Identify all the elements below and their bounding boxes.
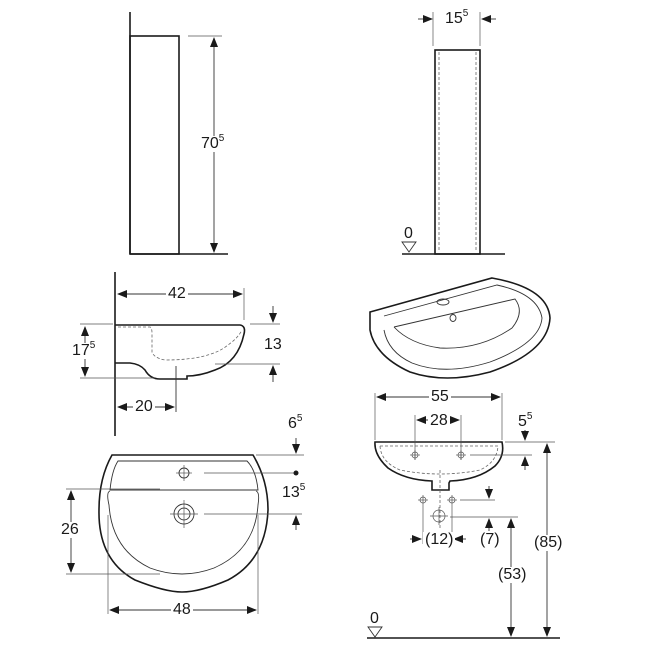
pedestal-height-label: 705	[199, 133, 227, 152]
basin-depth-label: 42	[166, 285, 188, 302]
waste-height-label: (53)	[496, 566, 529, 583]
pedestal-floor-level-label: 0	[404, 225, 413, 242]
drain-offset-label: 20	[133, 398, 155, 415]
basin-isometric-view	[369, 277, 551, 379]
tap-to-drain-fraction: 5	[299, 482, 306, 493]
tap-hole-offset-fraction: 5	[296, 413, 303, 424]
fixing-holes-label: 28	[428, 412, 450, 429]
fixing-height-fraction: 5	[526, 411, 533, 422]
basin-side-view	[80, 272, 280, 436]
pedestal-height-value: 70	[201, 135, 219, 152]
tap-to-drain-value: 13	[282, 484, 300, 501]
pedestal-width-fraction: 5	[462, 8, 469, 19]
supply-offset-label: (7)	[478, 531, 502, 548]
pedestal-width-label: 155	[443, 8, 471, 27]
fixing-height-value: 5	[518, 413, 527, 430]
basin-bowl-height-label: 13	[262, 336, 284, 353]
fixing-height-label: 55	[516, 411, 535, 430]
basin-overall-height-label: 175	[70, 340, 98, 359]
bowl-width-label: 48	[171, 601, 193, 618]
basin-overall-height-fraction: 5	[89, 340, 96, 351]
pedestal-height-fraction: 5	[218, 133, 225, 144]
tap-hole-offset-label: 65	[286, 413, 305, 432]
basin-top-view	[66, 438, 304, 614]
floor-level-label: 0	[370, 610, 379, 627]
rim-height-label: (85)	[532, 534, 565, 551]
tap-hole-offset-value: 6	[288, 415, 297, 432]
bowl-depth-label: 26	[59, 521, 81, 538]
pedestal-width-value: 15	[445, 10, 463, 27]
pedestal-front-view	[401, 12, 505, 255]
tap-to-drain-label: 135	[280, 482, 308, 501]
supply-spacing-label: (12)	[423, 531, 456, 548]
pedestal-side-view	[129, 12, 228, 255]
basin-overall-height-value: 17	[72, 342, 90, 359]
basin-overall-width-label: 55	[429, 388, 451, 405]
